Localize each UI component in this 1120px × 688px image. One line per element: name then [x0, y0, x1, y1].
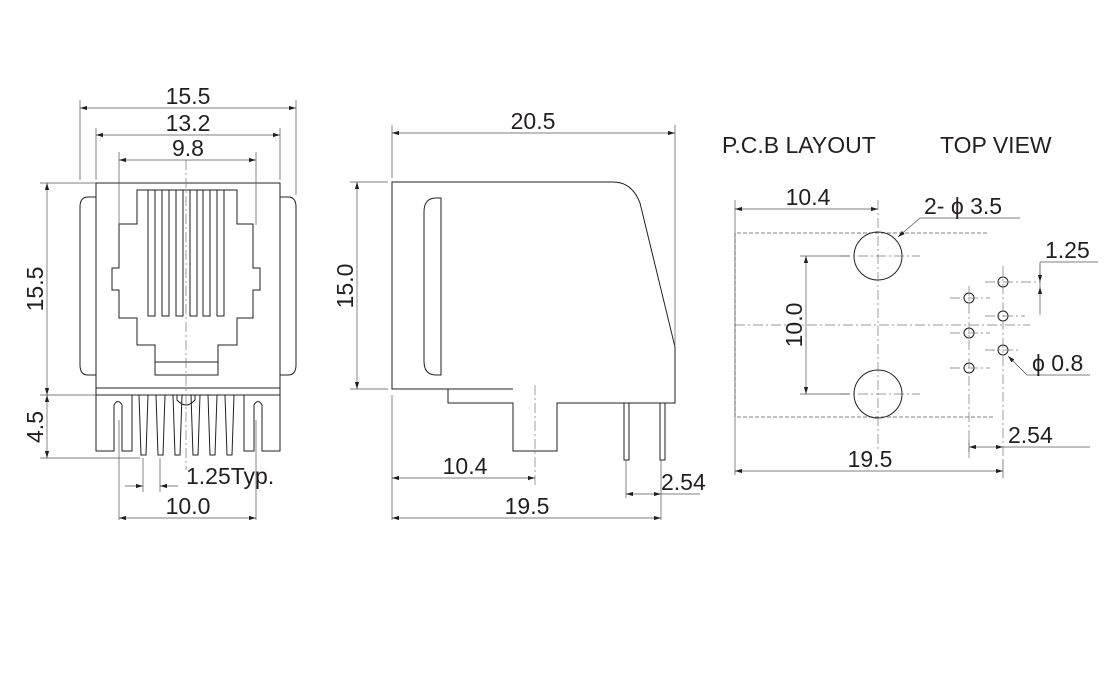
pcb-title: P.C.B LAYOUT: [722, 132, 876, 158]
dim-height: 15.5: [22, 267, 48, 312]
dim-depth: 20.5: [511, 108, 556, 134]
pcb-layout: P.C.B LAYOUT TOP VIEW 10.4 2- ϕ 3.5 10.0…: [722, 132, 1098, 478]
front-view: 15.5 13.2 9.8 15.5 4.5 1.25Typ. 10.0: [22, 83, 297, 521]
pcb-total: 19.5: [848, 446, 893, 472]
dim-pitch: 1.25Typ.: [186, 463, 274, 489]
dim-side-height: 15.0: [332, 264, 358, 309]
dim-width-body: 13.2: [166, 110, 211, 136]
pcb-pin-pitch-v: 1.25: [1045, 237, 1090, 263]
dim-pin-pitch: 2.54: [661, 469, 706, 495]
dim-post-spacing: 10.0: [166, 493, 211, 519]
dim-pin-length: 4.5: [22, 411, 48, 443]
dim-width-opening: 9.8: [172, 135, 204, 161]
side-view: 20.5 15.0 10.4 19.5 2.54: [332, 108, 706, 521]
pcb-dim-post-offset: 10.4: [786, 184, 831, 210]
pcb-dim-post-spacing: 10.0: [781, 303, 807, 348]
dim-pin-offset: 19.5: [505, 493, 550, 519]
pcb-row-pitch: 2.54: [1008, 422, 1053, 448]
pcb-post-hole: 2- ϕ 3.5: [924, 193, 1002, 219]
pcb-pin-hole: ϕ 0.8: [1032, 350, 1083, 376]
dim-post-offset: 10.4: [443, 453, 488, 479]
pcb-subtitle: TOP VIEW: [940, 132, 1052, 158]
dim-width-outer: 15.5: [166, 83, 211, 109]
